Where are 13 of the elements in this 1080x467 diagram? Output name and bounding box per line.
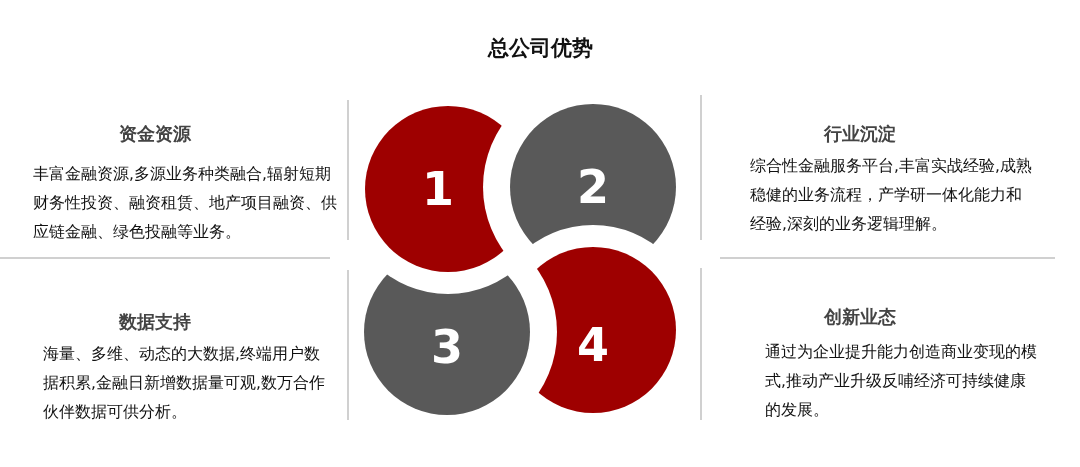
section-heading: 数据支持	[118, 310, 192, 334]
section-heading: 资金资源	[118, 122, 192, 146]
section-heading: 行业沉淀	[822, 122, 897, 146]
step-number: 4	[577, 318, 609, 372]
section-heading: 创新业态	[823, 305, 897, 329]
step-number: 2	[577, 160, 609, 214]
step-number: 1	[422, 162, 454, 216]
section-text: 通过为企业提升能力创造商业变现的模式,推动产业升级反哺经济可持续健康的发展。	[765, 342, 1037, 421]
section-text: 综合性金融服务平台,丰富实战经验,成熟稳健的业务流程，产学研一体化能力和经验,深刻的业务逻辑理解。	[750, 156, 1033, 235]
section-text: 海量、多维、动态的大数据,终端用户数据积累,金融日新增数据量可观,数万合作伙伴数据可供分析。	[43, 344, 326, 423]
section-text: 丰富金融资源,多源业务种类融合,辐射短期财务性投资、融资租赁、地产项目融资、供应链金融、绿色投融等业务。	[33, 164, 338, 243]
step-number: 3	[431, 320, 463, 374]
title: 总公司优势	[486, 35, 594, 62]
